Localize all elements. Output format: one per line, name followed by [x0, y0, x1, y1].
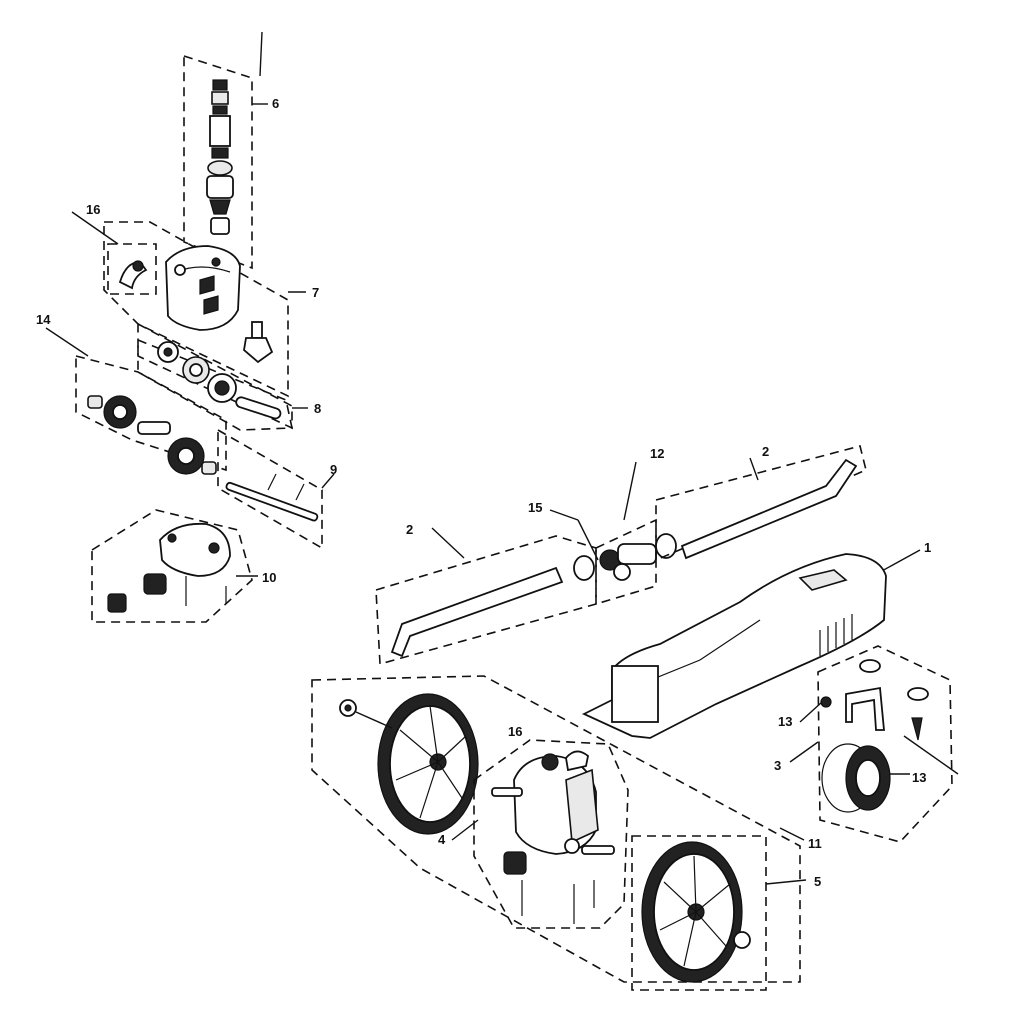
callout-13-bracket: 13 — [778, 714, 792, 729]
outline-8b — [137, 338, 293, 431]
outline-2-left — [375, 535, 597, 666]
nozzle-part — [206, 79, 234, 235]
callout-16-top: 16 — [86, 202, 100, 217]
gearbox-housing — [107, 522, 231, 613]
outline-10 — [91, 509, 253, 623]
callout-2-right: 2 — [762, 444, 769, 459]
group-11-wheel-assembly-outline — [311, 675, 805, 983]
housing-cover — [165, 245, 241, 331]
callout-5: 5 — [814, 874, 821, 889]
callout-labels: 6 16 7 14 8 9 10 12 2 15 2 1 13 16 3 13 … — [36, 96, 931, 889]
shaft-9 — [225, 473, 319, 522]
handle-clip — [243, 321, 274, 364]
front-wheel — [821, 743, 891, 813]
callout-1: 1 — [924, 540, 931, 555]
outline-14 — [75, 354, 227, 472]
callout-16-housing: 16 — [508, 724, 522, 739]
drive-wheel-left — [377, 693, 479, 835]
wheel-bracket — [820, 659, 959, 775]
group-6-spray-nozzle — [183, 31, 268, 270]
outline-2-right — [655, 445, 867, 562]
callout-12: 12 — [650, 446, 664, 461]
tractor-body — [581, 553, 887, 739]
callout-15: 15 — [528, 500, 542, 515]
group-16-clip — [71, 211, 157, 295]
group-5-right-drive-wheel — [631, 835, 807, 991]
outline-12 — [595, 518, 657, 606]
outline-11 — [311, 675, 801, 983]
clip-part-16 — [118, 260, 148, 290]
group-3-front-wheel — [789, 645, 959, 843]
group-9-shaft — [217, 428, 335, 550]
outline-9 — [217, 428, 323, 550]
outline-3 — [817, 645, 953, 843]
group-2-left-tube — [375, 527, 597, 666]
callout-11: 11 — [808, 836, 822, 851]
group-14-drive-gears — [45, 327, 227, 475]
callout-9: 9 — [330, 462, 337, 477]
gear-set-8 — [157, 341, 282, 420]
outline-6 — [183, 54, 253, 270]
gear-set-14 — [87, 395, 217, 475]
tube-right — [680, 458, 858, 560]
group-1-tractor-body — [581, 549, 921, 739]
callout-13-wheel: 13 — [912, 770, 926, 785]
hub-nut-left — [339, 699, 393, 729]
tube-left — [390, 566, 564, 658]
drive-wheel-right — [641, 841, 751, 983]
group-12-coupler — [595, 461, 657, 606]
group-15-fittings — [549, 509, 677, 581]
callout-6: 6 — [272, 96, 279, 111]
outline-16 — [107, 243, 157, 295]
callout-10: 10 — [262, 570, 276, 585]
outline-7 — [103, 221, 289, 398]
group-4-drive-housing — [451, 739, 629, 929]
group-7-gear-housing-cover — [103, 221, 306, 398]
callout-8: 8 — [314, 401, 321, 416]
callout-4: 4 — [438, 832, 446, 847]
callout-2-left: 2 — [406, 522, 413, 537]
group-left-drive-wheel — [339, 693, 479, 835]
drive-housing — [491, 750, 615, 924]
group-2-right-tube — [655, 445, 867, 562]
group-10-gearbox-housing — [91, 509, 258, 623]
outline-4 — [473, 739, 629, 929]
callout-7: 7 — [312, 285, 319, 300]
vent-slots — [819, 614, 853, 656]
fitting-assembly — [573, 533, 677, 581]
callout-14: 14 — [36, 312, 51, 327]
callout-3: 3 — [774, 758, 781, 773]
outline-5 — [631, 835, 767, 991]
group-8-gear-set — [137, 322, 308, 431]
